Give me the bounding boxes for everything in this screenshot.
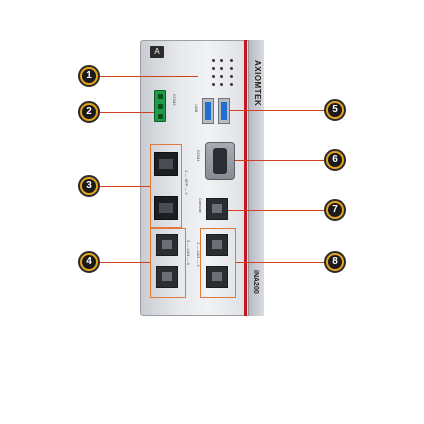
lan-right-label: 1 — LAN — 2 [196,242,201,267]
led-row-2 [198,66,238,72]
callout-number: 3 [82,179,96,193]
lan-left-label: 3 — LAN — 4 [186,240,191,265]
led-indicator [220,83,223,86]
callout-marker: 3 [78,175,100,197]
led-indicator [212,83,215,86]
led-row-3 [198,74,238,80]
console-port [206,198,228,220]
brand-label: AXIOMTEK [253,60,262,107]
terminal-screw [158,104,163,109]
led-indicator [230,75,233,78]
callout-marker: 4 [78,251,100,273]
usb-label: USB [194,104,199,113]
led-indicator [230,59,233,62]
sfp-label: 1 — SFP — 2 [184,170,189,195]
callout-marker: 8 [324,251,346,273]
callout-number: 6 [328,153,342,167]
callout-marker: 1 [78,65,100,87]
lan-port-3 [156,234,178,256]
red-stripe [244,40,247,316]
callout-number: 8 [328,255,342,269]
leader-line-4 [98,262,150,263]
leader-line-8 [236,262,326,263]
led-indicator [230,83,233,86]
lan-right-highlight [200,228,236,298]
terminal-screw [158,114,163,119]
model-label: iNA200 [252,270,259,294]
leader-line-6 [235,160,326,161]
callout-marker: 6 [324,149,346,171]
leader-line-5 [230,110,326,111]
com1-label: COM1 [196,150,201,162]
com2-label: COM2 [172,94,177,106]
callout-marker: 5 [324,99,346,121]
usb-port-1 [202,98,214,124]
callout-number: 1 [82,69,96,83]
terminal-block [154,90,166,122]
callout-marker: 2 [78,101,100,123]
led-indicator [230,67,233,70]
usb-port-2 [218,98,230,124]
led-indicator [220,67,223,70]
lan-port-4 [156,266,178,288]
leader-line-7 [228,210,326,211]
callout-marker: 7 [324,199,346,221]
callout-number: 5 [328,103,342,117]
sfp-highlight [150,144,182,228]
led-indicator [220,75,223,78]
led-indicator [212,75,215,78]
callout-number: 7 [328,203,342,217]
din-rail [248,40,264,316]
callout-number: 2 [82,105,96,119]
sfp-port-1 [154,152,178,176]
leader-line-2 [98,112,154,113]
led-indicator [212,67,215,70]
lan-port-2 [206,266,228,288]
callout-number: 4 [82,255,96,269]
led-row-1 [198,58,238,64]
logo-icon: A [150,46,164,58]
led-indicator [212,59,215,62]
terminal-screw [158,94,163,99]
sfp-port-2 [154,196,178,220]
db9-com1-port [205,142,235,180]
leader-line-1 [98,76,198,77]
led-row-4 [198,82,238,88]
led-indicator [220,59,223,62]
leader-line-3 [98,186,150,187]
lan-left-highlight [150,228,186,298]
lan-port-1 [206,234,228,256]
console-label: Console [198,198,203,213]
